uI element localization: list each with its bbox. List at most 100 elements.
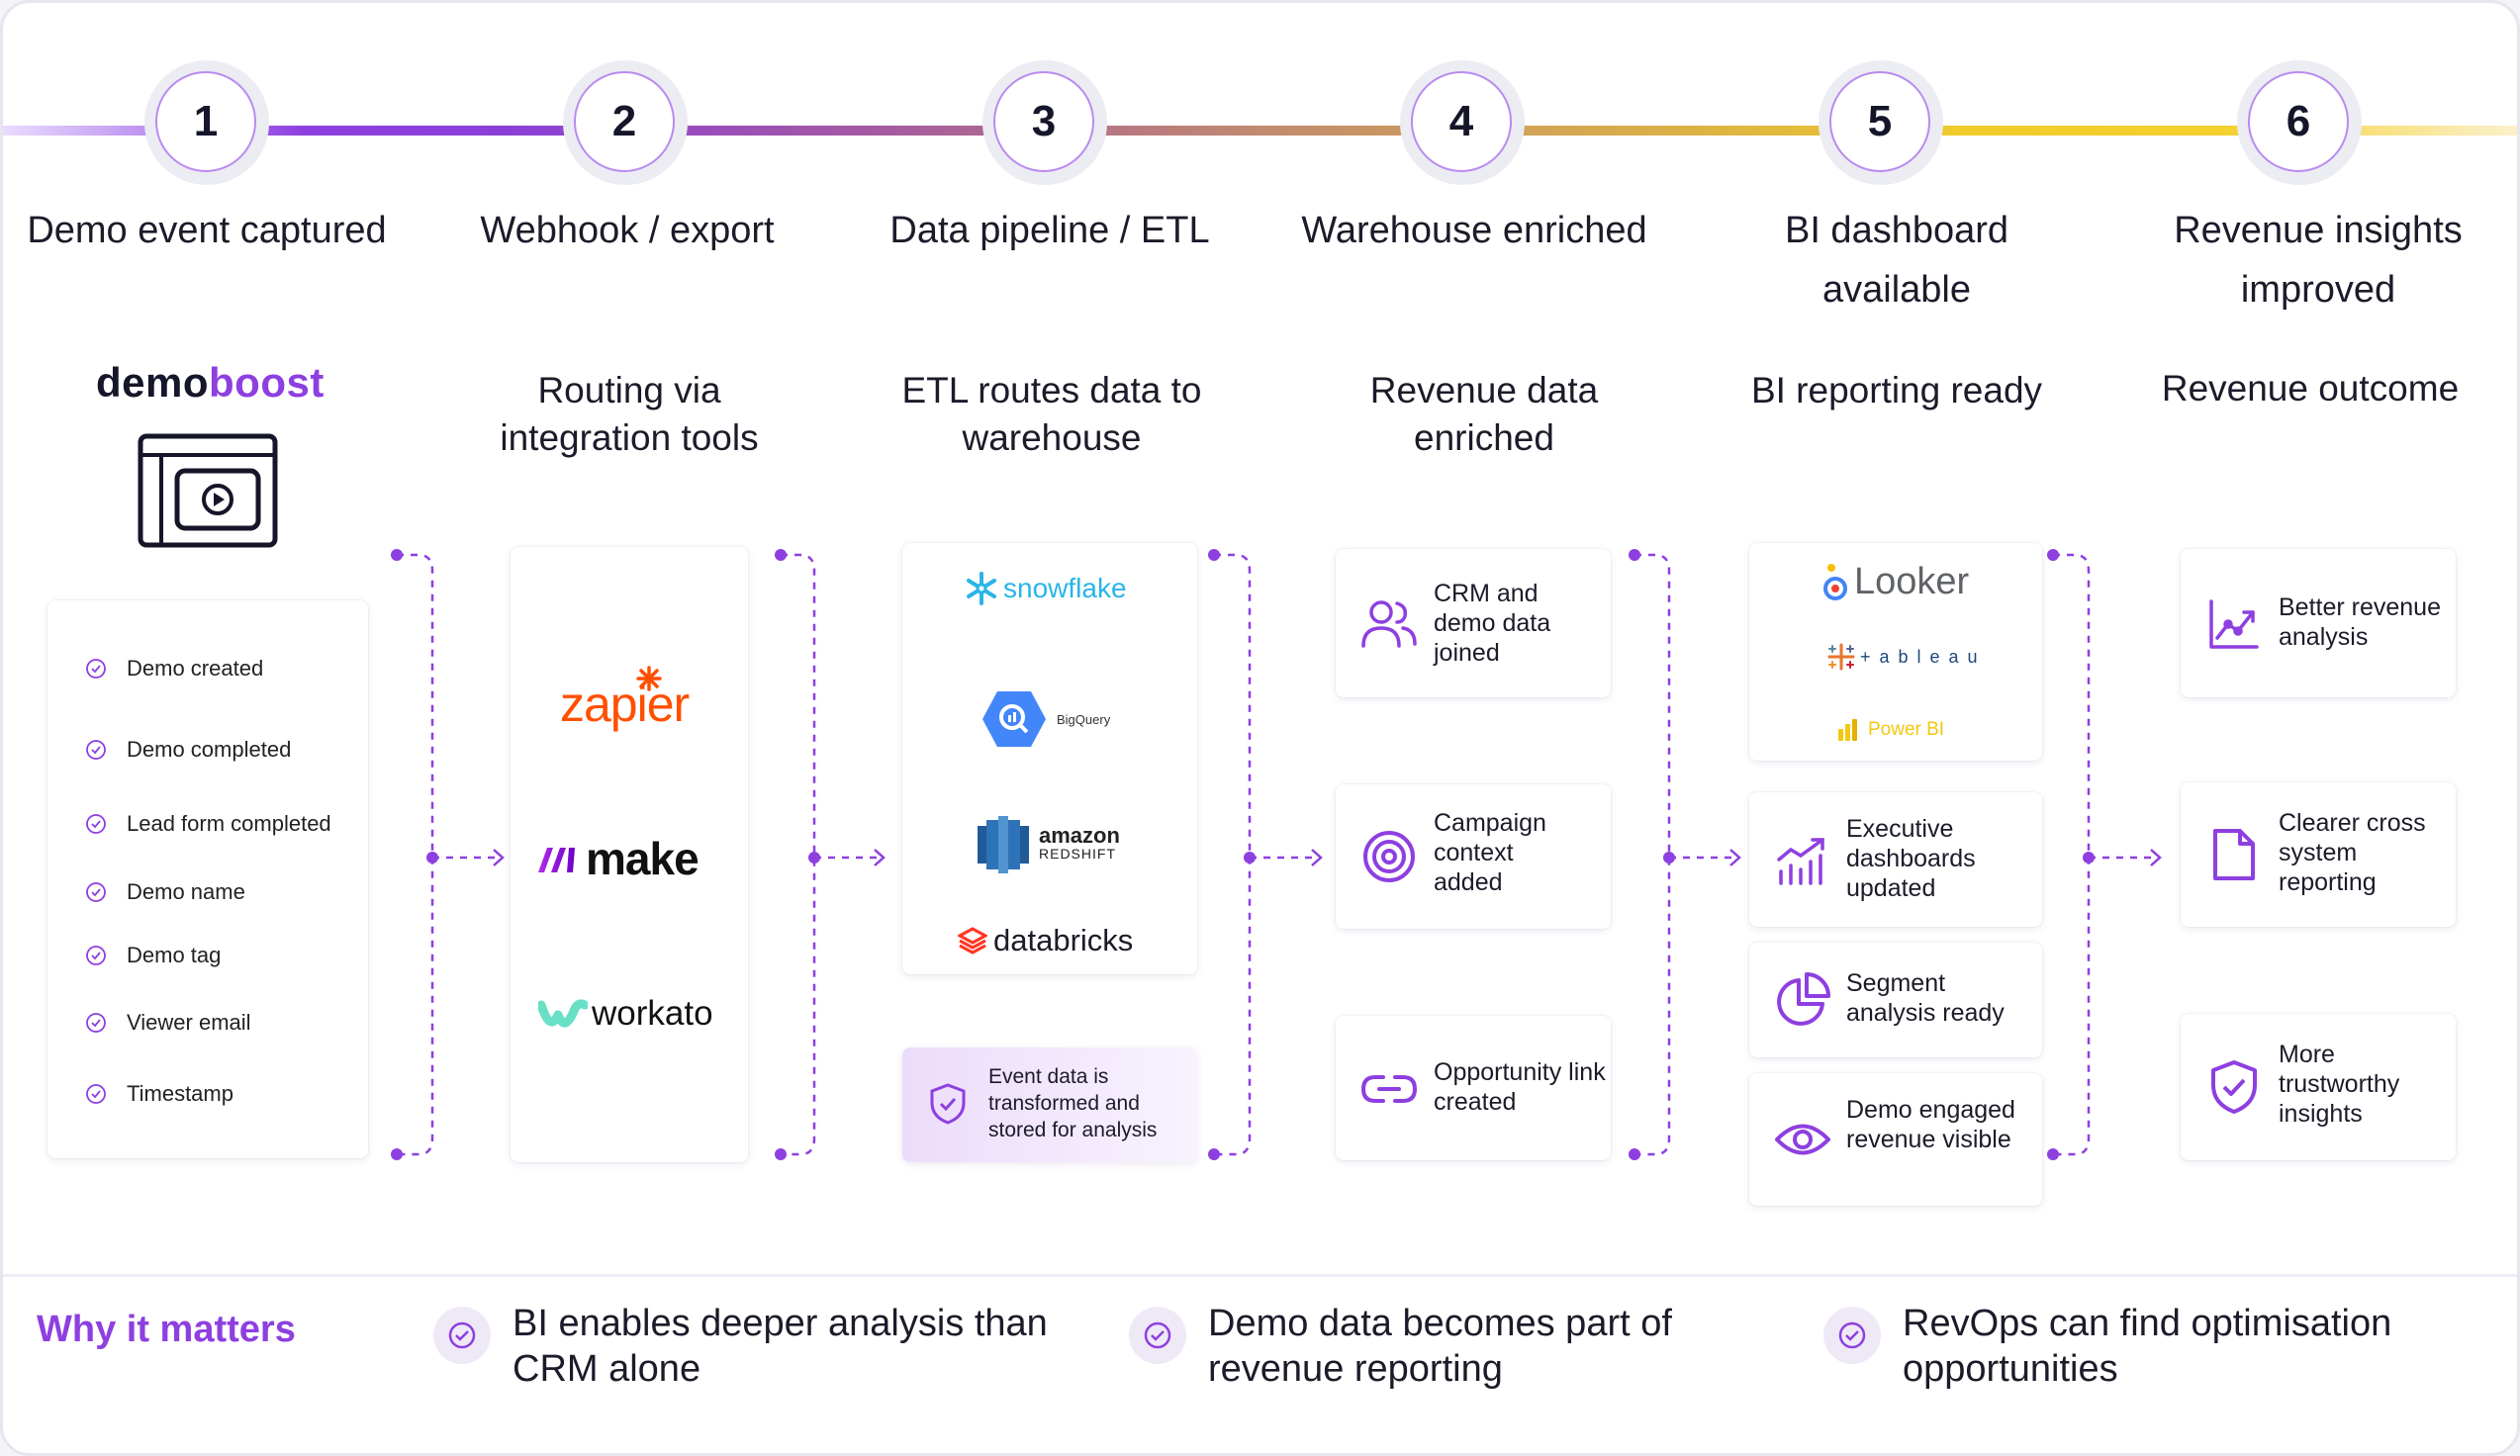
warehouse-card: CRM and demo data joined [1336,549,1611,697]
field-label: Viewer email [127,1010,251,1035]
why-item-text: BI enables deeper analysis than CRM alon… [513,1303,1048,1390]
step-6-subtitle: Revenue outcome [2161,368,2460,409]
outcome-card-text: Better revenue analysis [2279,593,2441,651]
check-circle-icon [433,1307,491,1364]
bi-card-text: Demo engaged revenue visible [1846,1096,2015,1153]
check-circle-icon [86,814,106,834]
list-item: Demo tag [85,943,221,968]
step-number: 6 [2248,71,2349,172]
make-logo: make [538,832,700,885]
step-4-subtitle: Revenue data enriched [1369,370,1599,458]
field-label: Timestamp [127,1081,233,1106]
step-2-subtitle: Routing via integration tools [500,370,759,458]
workato-label: workato [592,994,713,1033]
outcome-card: More trustworthy insights [2181,1014,2456,1160]
step-3-marker: 3 [982,60,1107,185]
etl-note-card: Event data is transformed and stored for… [902,1047,1197,1162]
field-label: Demo completed [127,737,292,762]
check-circle-icon [86,740,106,760]
why-item: Demo data becomes part of revenue report… [1129,1301,1762,1392]
warehouse-card: Campaign context added [1336,784,1611,929]
list-item: Demo created [85,656,263,682]
field-label: Demo tag [127,943,222,967]
why-item-text: Demo data becomes part of revenue report… [1208,1303,1672,1390]
etl-note-text: Event data is transformed and stored for… [988,1065,1158,1141]
pie-chart-icon [1777,972,1830,1026]
shield-check-icon [2211,1060,2257,1114]
demoboost-logo: demoboost [96,359,325,407]
list-item: Viewer email [85,1010,251,1036]
integration-tools-card: zapier make workato [511,547,748,1162]
databricks-logo: databricks [958,923,1133,958]
outcome-card: Clearer cross system reporting [2181,782,2456,927]
demo-fields-card: Demo created Demo completed Lead form co… [47,600,368,1158]
step-4-marker: 4 [1400,60,1525,185]
step-5-title: BI dashboard available [1784,210,2009,311]
check-circle-icon [86,882,106,902]
redshift-label: REDSHIFT [1039,846,1116,862]
check-circle-icon [86,1084,106,1104]
list-item: Timestamp [85,1081,233,1107]
tableau-label: + a b l e a u [1860,646,1980,667]
line-chart-icon [2209,599,2259,649]
databricks-label: databricks [993,923,1134,957]
outcome-card-text: More trustworthy insights [2279,1041,2400,1128]
step-3-title: Data pipeline / ETL [889,210,1210,251]
progress-track [3,126,2517,136]
amazon-label: amazon [1039,823,1120,848]
logo-part-demo: demo [96,359,210,406]
workato-mark-icon [538,999,588,1028]
bi-card-text: Segment analysis ready [1846,969,2005,1027]
workato-logo: workato [538,994,713,1034]
step-number: 4 [1411,71,1512,172]
step-number: 2 [574,71,675,172]
step-number: 1 [155,71,256,172]
check-circle-icon [1129,1307,1186,1364]
snowflake-logo: snowflake [964,571,1127,606]
step-number: 3 [993,71,1094,172]
redshift-icon [978,816,1029,873]
looker-label: Looker [1854,561,1970,602]
browser-play-icon [138,433,278,553]
etl-tools-card: snowflake BigQuery amazon REDSHIFT datab… [902,543,1197,974]
bigquery-logo: BigQuery [981,689,1110,749]
step-5-subtitle: BI reporting ready [1750,370,2043,410]
list-item: Demo name [85,879,245,905]
zapier-logo: zapier [560,666,690,733]
step-5-marker: 5 [1819,60,1943,185]
powerbi-label: Power BI [1868,719,1945,740]
make-mark-icon [538,848,575,872]
field-label: Lead form completed [127,811,331,836]
why-item: RevOps can find optimisation opportuniti… [1823,1301,2476,1392]
amazon-redshift-logo: amazon REDSHIFT [978,816,1120,873]
step-4-title: Warehouse enriched [1301,210,1647,251]
warehouse-card-text: CRM and demo data joined [1434,580,1551,667]
outcome-card-text: Clearer cross system reporting [2279,809,2426,896]
chart-growth-icon [1777,838,1824,885]
warehouse-card: Opportunity link created [1336,1016,1611,1160]
step-6-marker: 6 [2237,60,2362,185]
document-icon [2213,829,2255,880]
step-2-title: Webhook / export [480,210,775,251]
bi-tools-card: Looker + a b l e a u Power BI [1749,543,2042,761]
step-3-subtitle: ETL routes data to warehouse [901,370,1202,458]
users-icon [1361,600,1417,648]
link-icon [1361,1075,1417,1103]
list-item: Demo completed [85,737,291,763]
snowflake-label: snowflake [1003,573,1127,603]
why-it-matters-label: Why it matters [37,1309,296,1350]
zapier-asterisk-icon [636,666,662,691]
looker-logo: Looker [1822,561,1969,603]
outcome-card: Better revenue analysis [2181,549,2456,697]
check-circle-icon [1823,1307,1881,1364]
make-label: make [586,833,700,884]
databricks-icon [958,927,987,955]
bi-card-text: Executive dashboards updated [1846,815,1976,902]
target-icon [1363,831,1415,882]
step-1-marker: 1 [144,60,269,185]
bi-card: Segment analysis ready [1749,943,2042,1057]
check-circle-icon [86,659,106,679]
zapier-label: zapier [560,677,690,732]
step-number: 5 [1829,71,1930,172]
